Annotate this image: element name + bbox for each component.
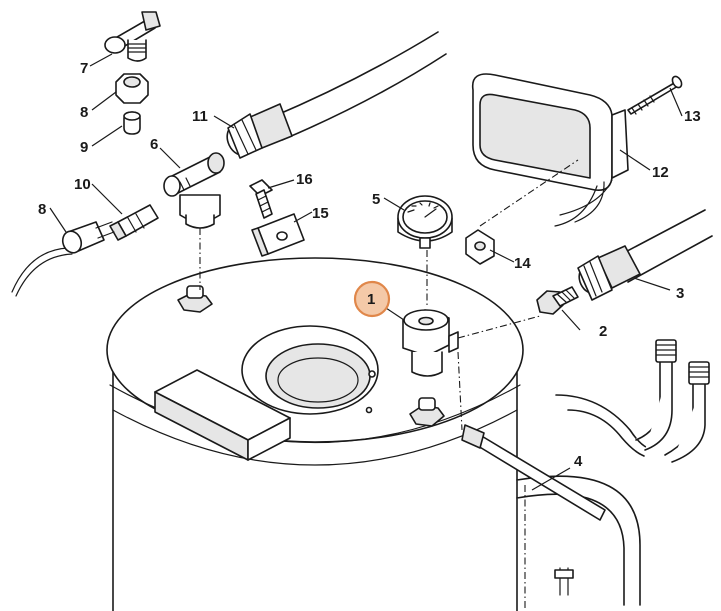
highlight-circle: [353, 280, 391, 318]
part-2-nipple: [536, 286, 579, 315]
hose-fittings-right: [555, 339, 710, 463]
callout-3: 3: [676, 285, 684, 302]
lid-nut-left: [177, 285, 213, 313]
callout-12: 12: [652, 164, 669, 181]
callout-6: 6: [150, 136, 158, 153]
lid-nut-right: [409, 397, 445, 427]
part-7-tee-fitting: [104, 11, 161, 62]
callout-2: 2: [599, 323, 607, 340]
assembly-lines: [199, 159, 579, 431]
part-4-capillary-tube: [461, 424, 606, 521]
callout-14: 14: [514, 255, 531, 272]
part-10-connector: [109, 204, 159, 241]
callout-16: 16: [296, 171, 313, 188]
callout-7: 7: [80, 60, 88, 77]
callout-5: 5: [372, 191, 380, 208]
callout-9: 9: [80, 139, 88, 156]
callout-1: 1: [367, 291, 375, 308]
callout-4: 4: [574, 453, 583, 470]
callout-11: 11: [192, 108, 208, 125]
part-3-hose: [577, 209, 713, 301]
part-5-pressure-gauge: [397, 195, 453, 249]
callout-13: 13: [684, 108, 701, 125]
part-1-fitting: [402, 309, 459, 377]
callout-8-left: 8: [38, 201, 46, 218]
part-16-screw: [249, 179, 273, 219]
part-13-screw: [627, 75, 683, 115]
leader-lines: [49, 53, 683, 491]
callout-10: 10: [74, 176, 91, 193]
callout-8-top: 8: [80, 104, 88, 121]
part-15-bracket: [251, 213, 305, 257]
part-14-clip: [465, 229, 495, 265]
callout-15: 15: [312, 205, 329, 222]
part-8-nut-left: [11, 221, 115, 297]
part-9-olive: [123, 111, 141, 135]
part-6-tee-fitting: [163, 152, 225, 229]
part-11-hose: [226, 31, 447, 159]
part-12-control-box: [471, 73, 629, 227]
callout-labels: 1 2 3 4 5 6 7 8 8 9 10 11 12 13 14 15 16: [38, 60, 701, 470]
part-8-nut-top: [115, 73, 149, 104]
